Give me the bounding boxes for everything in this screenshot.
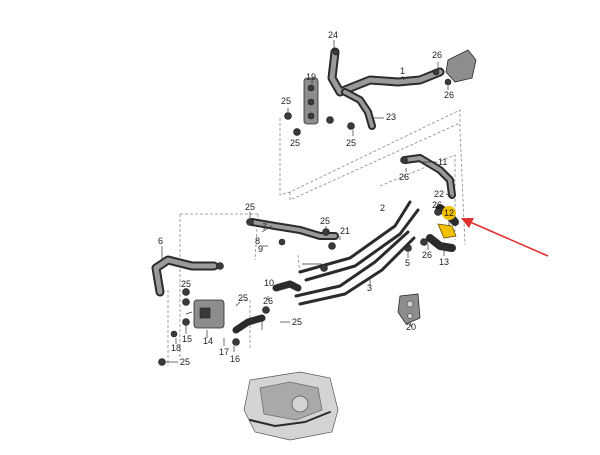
callout-label: 25	[180, 357, 190, 367]
callout-label: 24	[328, 30, 338, 40]
callout-label: 2	[380, 203, 385, 213]
callout-label: 14	[203, 336, 213, 346]
callout-label: 20	[406, 322, 416, 332]
highlighted-part-12	[437, 223, 457, 239]
callout-label: 8	[255, 236, 260, 246]
highlight-arrow	[461, 218, 549, 257]
callout-label: 10	[264, 278, 274, 288]
callout-label: 25	[281, 96, 291, 106]
callout-label: 21	[340, 226, 350, 236]
middle-hose-group	[246, 218, 339, 272]
left-hose-group	[151, 255, 224, 306]
callout-label: 25	[290, 138, 300, 148]
callout-label: 18	[171, 343, 181, 353]
callout-label: 26	[422, 250, 432, 260]
callout-label: 25	[181, 279, 191, 289]
assembly-boundaries	[167, 109, 466, 366]
pipes	[294, 200, 420, 306]
callout-label: 11	[438, 157, 447, 167]
leader-lines	[161, 40, 453, 363]
callout-label: 6	[158, 236, 163, 246]
callout-label: 26	[399, 172, 409, 182]
callout-label: 22	[434, 189, 444, 199]
callout-label: 25	[245, 202, 255, 212]
callout-label: 25	[292, 317, 302, 327]
callout-label: 17	[219, 347, 229, 357]
callout-label: 13	[439, 257, 449, 267]
valve-block	[158, 280, 302, 366]
callout-label: 5	[405, 258, 410, 268]
callout-label: 9	[258, 244, 263, 254]
callout-label: 26	[432, 50, 442, 60]
callout-label: 12	[444, 208, 454, 218]
callout-label: 16	[230, 354, 240, 364]
highlighted-callout-12: 12	[442, 206, 456, 220]
callout-label: 25	[346, 138, 356, 148]
bracket-part	[397, 293, 421, 325]
callout-label: 23	[386, 112, 396, 122]
callout-label: 25	[320, 216, 330, 226]
callout-label: 26	[432, 200, 442, 210]
engine-illustration	[243, 371, 339, 441]
upper-hose-assembly	[284, 47, 477, 136]
callout-label: 26	[263, 296, 273, 306]
right-hose-group	[400, 154, 459, 252]
callout-labels: 1 2 3 5 6 7 8 9 10 11 12 13 14 15 16 17 …	[158, 30, 456, 367]
callout-label: 25	[238, 293, 248, 303]
callout-label: 3	[367, 283, 372, 293]
callout-label: 1	[400, 66, 405, 76]
callout-label: 26	[444, 90, 454, 100]
callout-label: 7	[262, 222, 267, 232]
callout-label: 15	[182, 334, 192, 344]
callout-label: 19	[306, 72, 316, 82]
